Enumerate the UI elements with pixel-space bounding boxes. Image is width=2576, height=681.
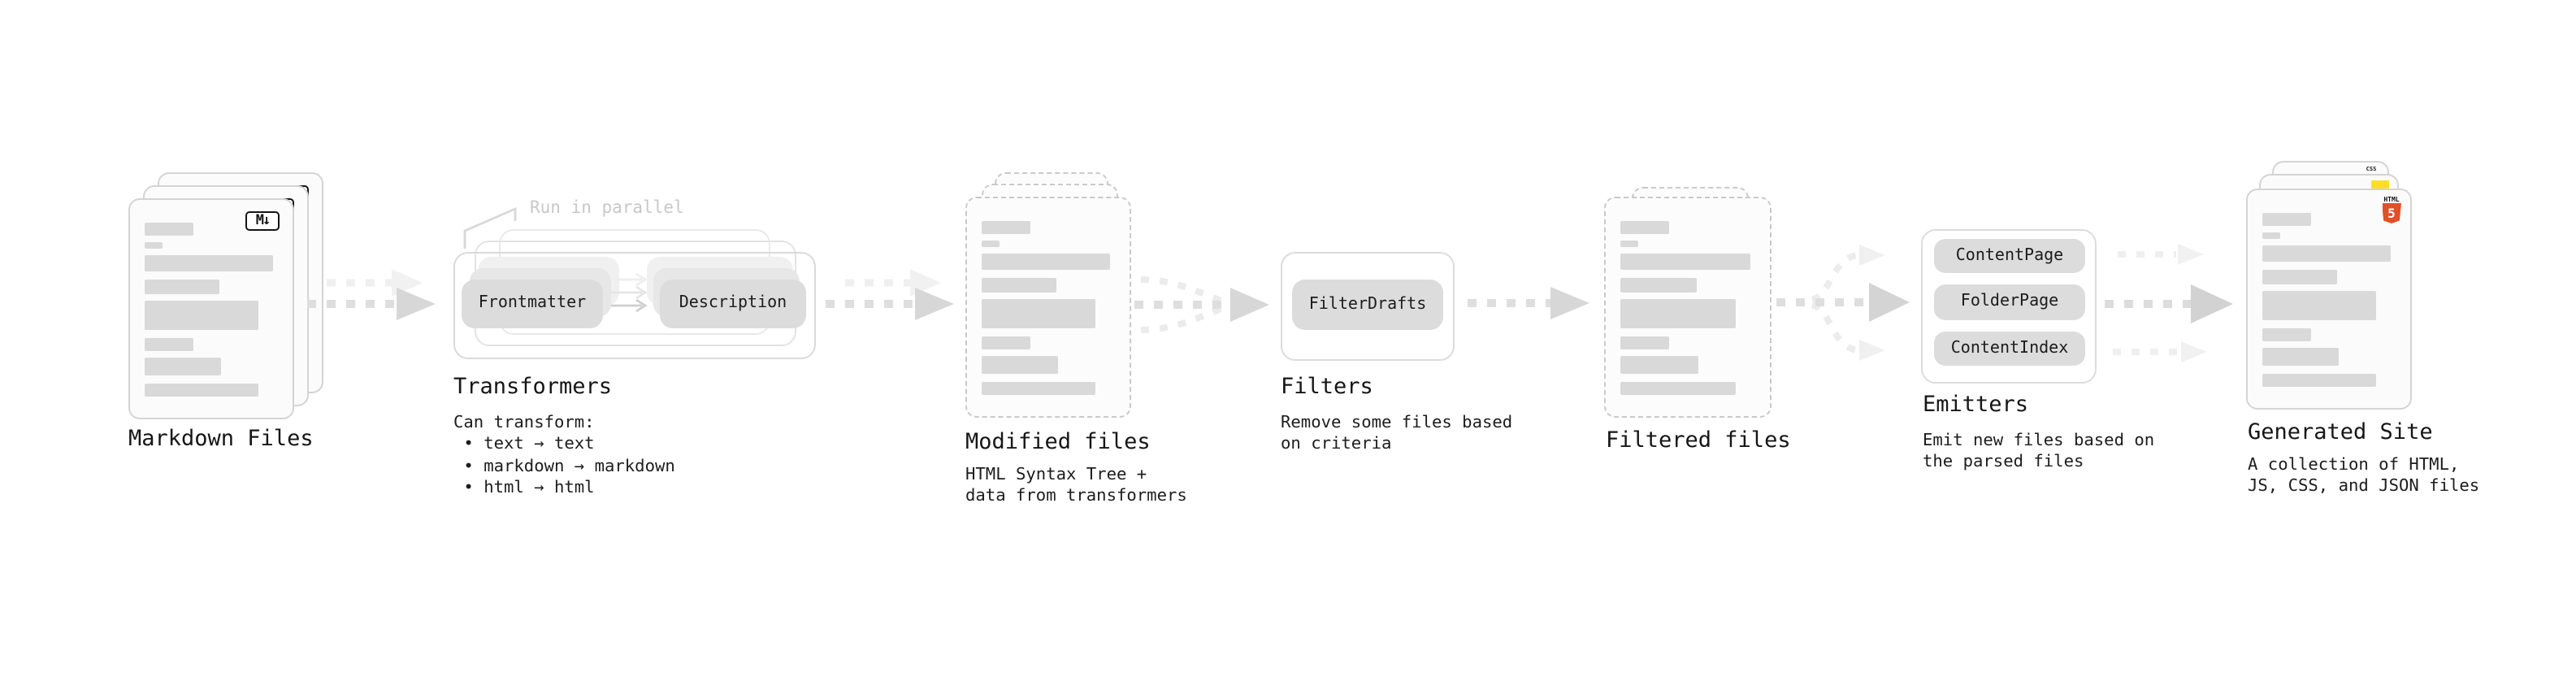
doc-text-bar — [982, 381, 1096, 395]
doc-text-bar — [1620, 221, 1670, 233]
converge-arrows-icon — [2105, 244, 2233, 362]
javascript-icon — [2371, 180, 2389, 189]
doc-text-bar — [1620, 277, 1697, 292]
doc-text-bar — [2262, 373, 2377, 387]
transformer-card-front — [453, 252, 816, 359]
doc-text-bar — [2262, 291, 2377, 320]
stage-label-emitters: Emitters — [1923, 392, 2029, 418]
document-card-front — [1604, 197, 1772, 418]
doc-text-bars — [145, 223, 276, 398]
doc-text-bar — [2262, 232, 2280, 238]
flow-arrow-icon — [826, 269, 954, 320]
doc-text-bar — [1620, 254, 1751, 270]
stage-description-transformers: Can transform: • text → text • markdown … — [453, 413, 675, 498]
doc-text-bars — [1620, 221, 1754, 397]
doc-text-bar — [145, 383, 259, 397]
doc-text-bar — [2262, 269, 2338, 284]
markdown-icon: M↓ — [245, 211, 280, 231]
flow-arrow-icon — [1468, 287, 1589, 319]
stage-label-generated-site: Generated Site — [2248, 419, 2433, 445]
doc-text-bar — [1620, 241, 1638, 246]
split-arrow-icon — [1776, 245, 1910, 361]
html5-icon: HTML 5 — [2381, 195, 2402, 223]
doc-text-bar — [982, 241, 1000, 246]
doc-text-bar — [982, 254, 1111, 270]
doc-text-bars — [2262, 213, 2394, 388]
merge-arrow-icon — [1134, 276, 1269, 333]
document-card-front — [965, 197, 1131, 418]
description-pill: Description — [660, 279, 806, 327]
doc-text-bar — [2262, 327, 2311, 340]
doc-text-bar — [145, 337, 193, 350]
stage-description-generated-site: A collection of HTML, JS, CSS, and JSON … — [2248, 455, 2480, 497]
frontmatter-pill: Frontmatter — [462, 279, 603, 327]
doc-text-bar — [982, 356, 1058, 374]
stage-label-filters: Filters — [1281, 374, 1373, 400]
doc-text-bar — [982, 299, 1096, 328]
doc-text-bar — [145, 301, 259, 330]
document-card-front: HTML 5 — [2246, 189, 2412, 410]
emitter-pill-contentpage: ContentPage — [1934, 238, 2085, 272]
ghost-arrow — [845, 269, 941, 297]
doc-text-bar — [1620, 381, 1737, 395]
stage-label-markdown-files: Markdown Files — [128, 426, 314, 452]
run-in-parallel-note: Run in parallel — [530, 198, 684, 218]
doc-text-bar — [145, 223, 193, 235]
doc-text-bar — [145, 358, 221, 375]
doc-text-bar — [2262, 348, 2339, 366]
doc-text-bar — [1620, 356, 1698, 374]
doc-text-bar — [1620, 336, 1670, 349]
filterdrafts-pill: FilterDrafts — [1292, 279, 1443, 329]
doc-text-bar — [145, 255, 274, 271]
doc-text-bar — [145, 279, 220, 293]
doc-text-bar — [2262, 213, 2311, 225]
doc-text-bar — [982, 336, 1030, 349]
stage-label-modified-files: Modified files — [965, 429, 1151, 455]
ghost-arrow — [327, 269, 423, 297]
parallel-arrows-icon — [611, 272, 648, 313]
stage-description-filters: Remove some files based on criteria — [1281, 413, 1513, 454]
stage-label-filtered-files: Filtered files — [1606, 427, 1791, 453]
flow-arrow-icon — [307, 269, 436, 320]
stage-description-emitters: Emit new files based on the parsed files — [1923, 431, 2155, 472]
emitter-pill-contentindex: ContentIndex — [1934, 331, 2085, 366]
stage-label-transformers: Transformers — [453, 374, 613, 400]
doc-text-bar — [1620, 299, 1737, 328]
emitter-pill-folderpage: FolderPage — [1934, 284, 2085, 319]
parallel-callout-line — [463, 206, 517, 249]
doc-text-bar — [982, 221, 1030, 233]
stage-description-modified-files: HTML Syntax Tree + data from transformer… — [965, 465, 1187, 506]
doc-text-bar — [982, 277, 1057, 292]
doc-text-bar — [2262, 245, 2392, 262]
doc-text-bars — [982, 221, 1113, 397]
document-card-front: M↓ — [128, 198, 294, 419]
doc-text-bar — [145, 242, 163, 248]
